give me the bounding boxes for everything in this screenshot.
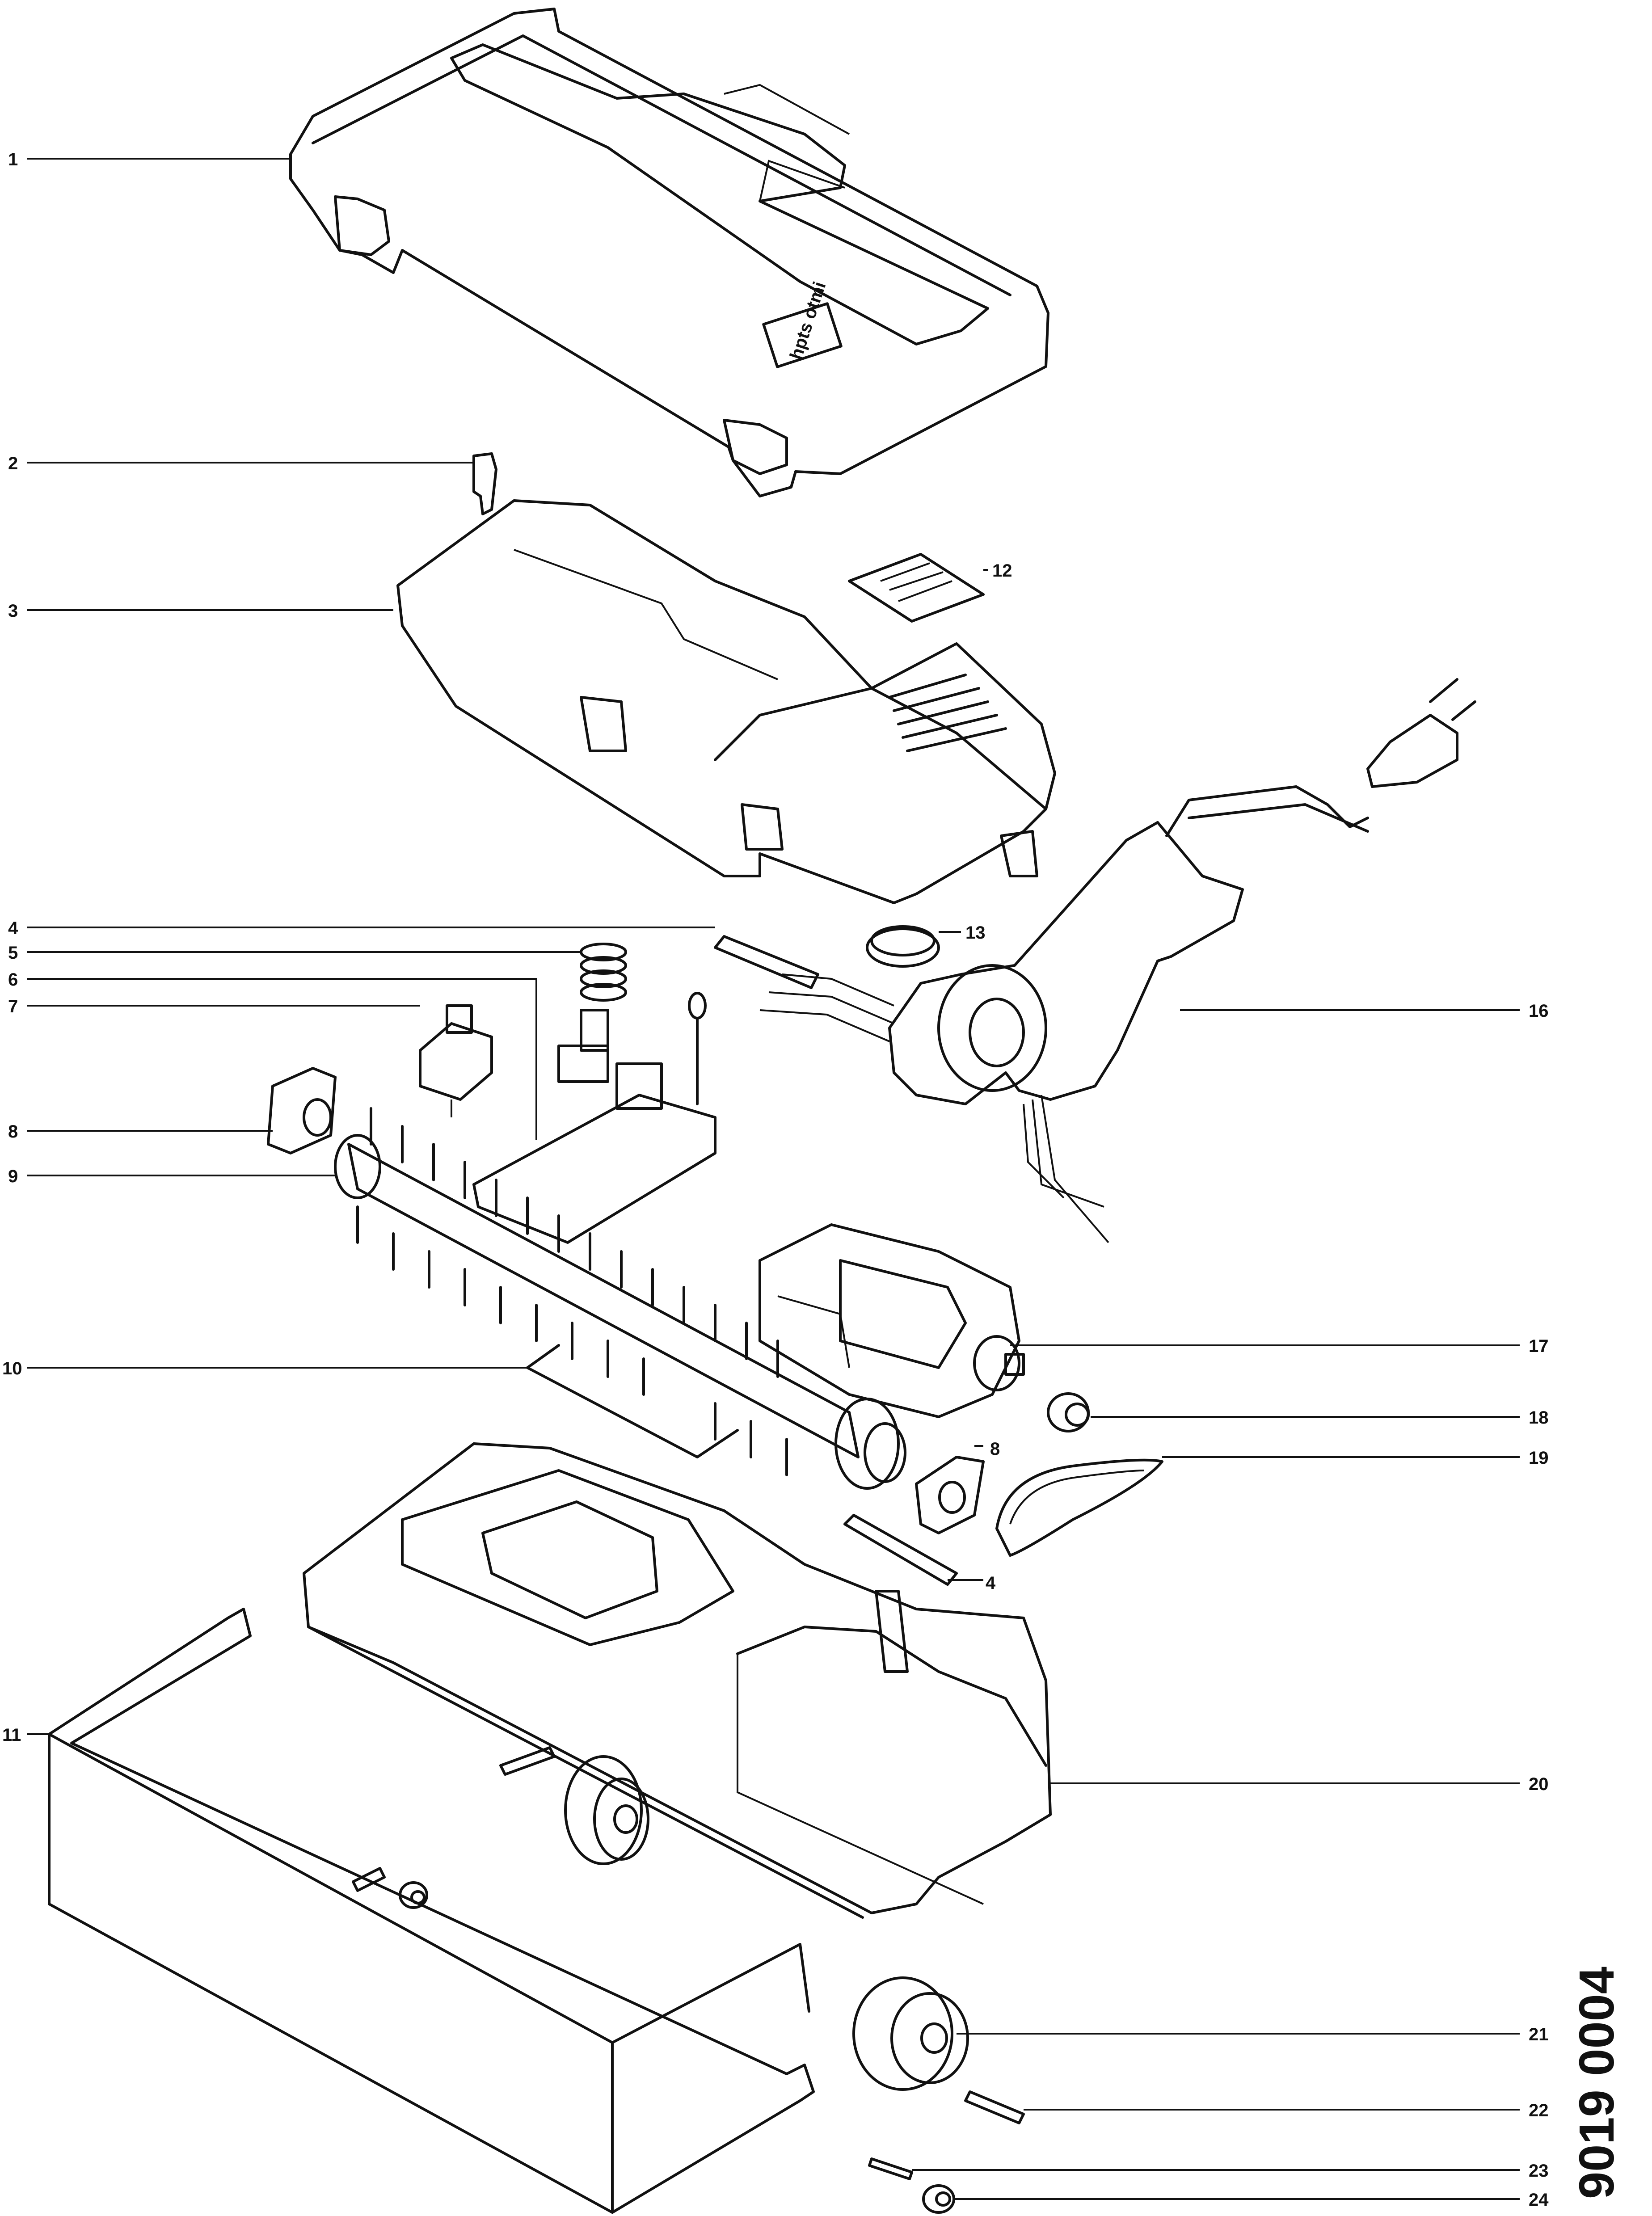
callout-16: 16 bbox=[1529, 1001, 1549, 1021]
part-17-motor bbox=[759, 1223, 1025, 1418]
callout-8-left: 8 bbox=[8, 1122, 18, 1142]
part-5-spring bbox=[580, 943, 627, 1002]
callout-12: 12 bbox=[992, 561, 1012, 581]
callout-21: 21 bbox=[1529, 2025, 1549, 2044]
callout-4-lower: 4 bbox=[986, 1573, 996, 1593]
part-8-bracket-right bbox=[915, 1456, 985, 1534]
part-8-bracket-left bbox=[267, 1067, 337, 1154]
part-20-base-frame bbox=[303, 1442, 1052, 1919]
callout-24: 24 bbox=[1529, 2190, 1549, 2210]
part-6-circuit-board bbox=[472, 992, 716, 1244]
callout-10: 10 bbox=[2, 1359, 22, 1378]
callout-17: 17 bbox=[1529, 1336, 1549, 1356]
vent-slots bbox=[888, 674, 1007, 752]
callout-2: 2 bbox=[8, 454, 18, 473]
callout-11: 11 bbox=[2, 1725, 21, 1745]
callout-19: 19 bbox=[1529, 1448, 1549, 1468]
callout-18: 18 bbox=[1529, 1408, 1549, 1428]
callout-8-right: 8 bbox=[990, 1439, 1000, 1459]
rear-wheel bbox=[564, 1755, 649, 1865]
leader-lines bbox=[27, 158, 1520, 2200]
small-bushing bbox=[399, 1881, 428, 1909]
part-24-bushing bbox=[922, 2184, 955, 2214]
part-9-brush-roll bbox=[334, 1107, 906, 1490]
part-18-pulley bbox=[1047, 1392, 1090, 1432]
part-4-rod-strip-lower bbox=[843, 1514, 958, 1586]
part-19-drive-belt bbox=[995, 1458, 1163, 1557]
part-23-pin bbox=[868, 2157, 913, 2180]
callout-1: 1 bbox=[8, 150, 18, 169]
callout-labels: 1 2 3 4 4 5 6 7 8 8 9 10 11 12 13 16 17 … bbox=[2, 150, 1549, 2210]
drawing-code: 9019 0004 bbox=[1569, 1967, 1624, 2199]
callout-20: 20 bbox=[1529, 1774, 1549, 1794]
part-3-inner-housing bbox=[396, 499, 1056, 904]
callout-6: 6 bbox=[8, 970, 18, 990]
callout-5: 5 bbox=[8, 943, 18, 963]
part-4-rod-strip-upper bbox=[714, 935, 819, 989]
cover-badge-text: hpts otmi bbox=[786, 279, 830, 362]
cover-badge bbox=[762, 302, 843, 368]
callout-4-upper: 4 bbox=[8, 918, 18, 938]
part-2-latch bbox=[472, 452, 497, 515]
part-12-rating-plate bbox=[848, 553, 985, 623]
axle-pin-upper bbox=[499, 1746, 556, 1776]
part-21-wheel bbox=[852, 1976, 969, 2091]
callout-23: 23 bbox=[1529, 2161, 1549, 2181]
part-7-switch bbox=[419, 1004, 493, 1117]
part-16-cord-motor-housing bbox=[759, 678, 1476, 1243]
part-10-rod bbox=[526, 1344, 739, 1458]
part-1-top-cover: hpts otmi bbox=[289, 8, 1049, 497]
axle-pin-lower bbox=[352, 1867, 386, 1892]
callout-13: 13 bbox=[965, 923, 986, 943]
callout-9: 9 bbox=[8, 1167, 18, 1186]
part-22-axle-pin bbox=[964, 2090, 1025, 2124]
part-11-bumper-strip bbox=[48, 1608, 815, 2214]
callout-22: 22 bbox=[1529, 2101, 1549, 2120]
callout-3: 3 bbox=[8, 601, 18, 621]
part-13-disc bbox=[866, 925, 940, 968]
callout-7: 7 bbox=[8, 997, 18, 1016]
